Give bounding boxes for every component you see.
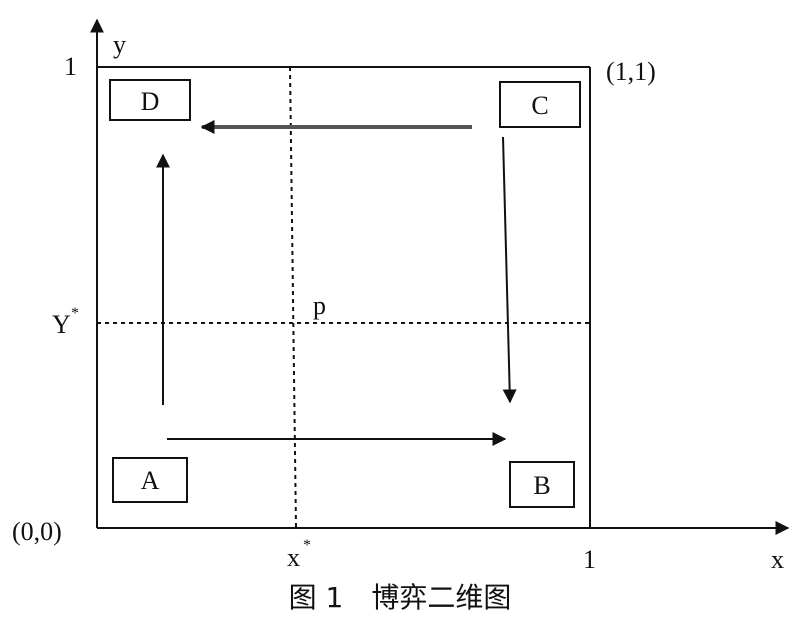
box-A-label: A	[141, 466, 160, 495]
box-C-label: C	[531, 91, 548, 120]
origin-label: (0,0)	[12, 517, 62, 546]
x-axis-label: x	[771, 545, 784, 574]
box-D	[109, 79, 191, 121]
x-one-tick-label: 1	[583, 545, 596, 574]
box-B-label: B	[533, 471, 550, 500]
box-B	[509, 461, 575, 508]
y-star-label: Y	[52, 310, 71, 339]
corner-point-label: (1,1)	[606, 57, 656, 86]
x-star-superscript: *	[303, 537, 311, 554]
y-axis-label: y	[113, 30, 126, 59]
y-star-superscript: *	[71, 305, 79, 322]
x-star-dashed-line	[289, 66, 297, 529]
box-D-label: D	[141, 87, 160, 116]
figure-caption: 图 1 博弈二维图	[289, 581, 512, 614]
equilibrium-point-label: p	[313, 291, 326, 320]
arrow-C-to-B	[502, 136, 517, 404]
box-C	[499, 81, 581, 128]
y-one-tick-label: 1	[64, 52, 77, 81]
box-A	[112, 457, 188, 503]
x-star-label: x	[287, 543, 300, 572]
